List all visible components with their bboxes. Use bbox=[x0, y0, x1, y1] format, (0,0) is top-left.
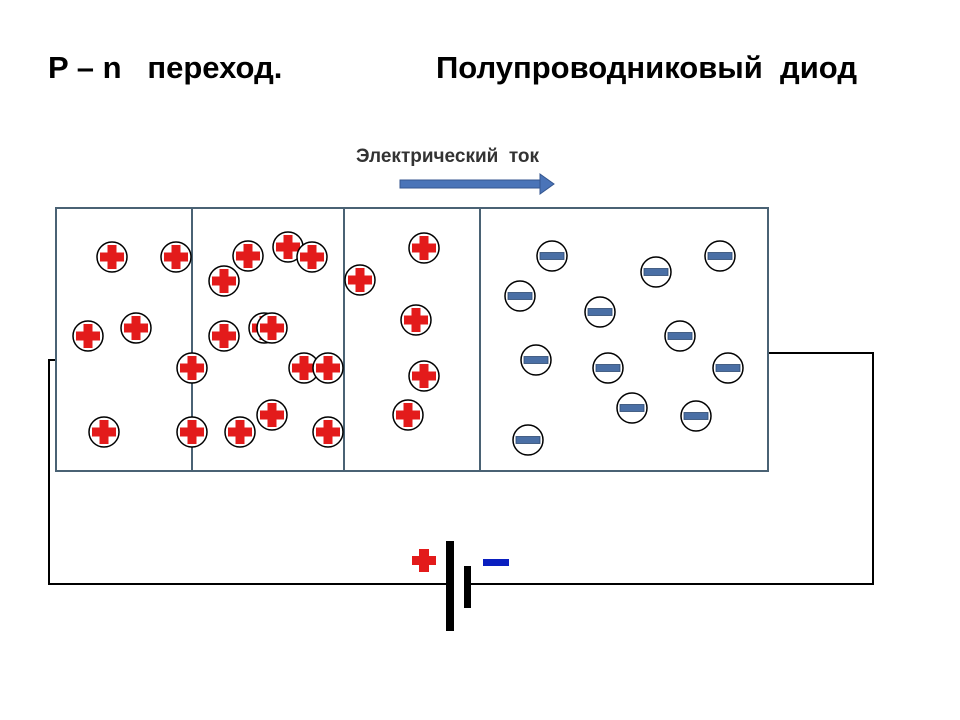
hole-plus-icon bbox=[176, 352, 208, 384]
hole-plus-icon bbox=[296, 241, 328, 273]
electron-minus-icon bbox=[520, 344, 552, 376]
battery bbox=[412, 541, 509, 631]
hole-plus-icon bbox=[232, 240, 264, 272]
electric-current-label: Электрический ток bbox=[356, 146, 540, 167]
hole-plus-icon bbox=[400, 304, 432, 336]
charge-carriers bbox=[72, 231, 744, 456]
hole-plus-icon bbox=[344, 264, 376, 296]
electron-minus-icon bbox=[704, 240, 736, 272]
electron-minus-icon bbox=[712, 352, 744, 384]
battery-minus-icon bbox=[483, 559, 509, 566]
title-pn-junction: P – n переход. bbox=[48, 50, 283, 85]
electron-minus-icon bbox=[592, 352, 624, 384]
electron-minus-icon bbox=[512, 424, 544, 456]
hole-plus-icon bbox=[224, 416, 256, 448]
hole-plus-icon bbox=[392, 399, 424, 431]
electron-minus-icon bbox=[536, 240, 568, 272]
electron-minus-icon bbox=[680, 400, 712, 432]
hole-plus-icon bbox=[312, 352, 344, 384]
electron-minus-icon bbox=[616, 392, 648, 424]
hole-plus-icon bbox=[88, 416, 120, 448]
hole-plus-icon bbox=[312, 416, 344, 448]
hole-plus-icon bbox=[120, 312, 152, 344]
hole-plus-icon bbox=[408, 360, 440, 392]
electron-minus-icon bbox=[584, 296, 616, 328]
hole-plus-icon bbox=[208, 265, 240, 297]
hole-plus-icon bbox=[160, 241, 192, 273]
hole-plus-icon bbox=[176, 416, 208, 448]
hole-plus-icon bbox=[272, 231, 304, 263]
current-arrow bbox=[399, 173, 555, 195]
electron-minus-icon bbox=[640, 256, 672, 288]
hole-plus-icon bbox=[72, 320, 104, 352]
hole-plus-icon bbox=[208, 320, 240, 352]
battery-plus-icon bbox=[412, 549, 436, 572]
hole-plus-icon bbox=[408, 232, 440, 264]
hole-plus-icon bbox=[96, 241, 128, 273]
electron-minus-icon bbox=[664, 320, 696, 352]
electron-minus-icon bbox=[504, 280, 536, 312]
hole-plus-icon bbox=[288, 352, 320, 384]
title-semiconductor-diode: Полупроводниковый диод bbox=[436, 50, 857, 85]
hole-plus-icon bbox=[256, 312, 288, 344]
hole-plus-icon bbox=[256, 399, 288, 431]
